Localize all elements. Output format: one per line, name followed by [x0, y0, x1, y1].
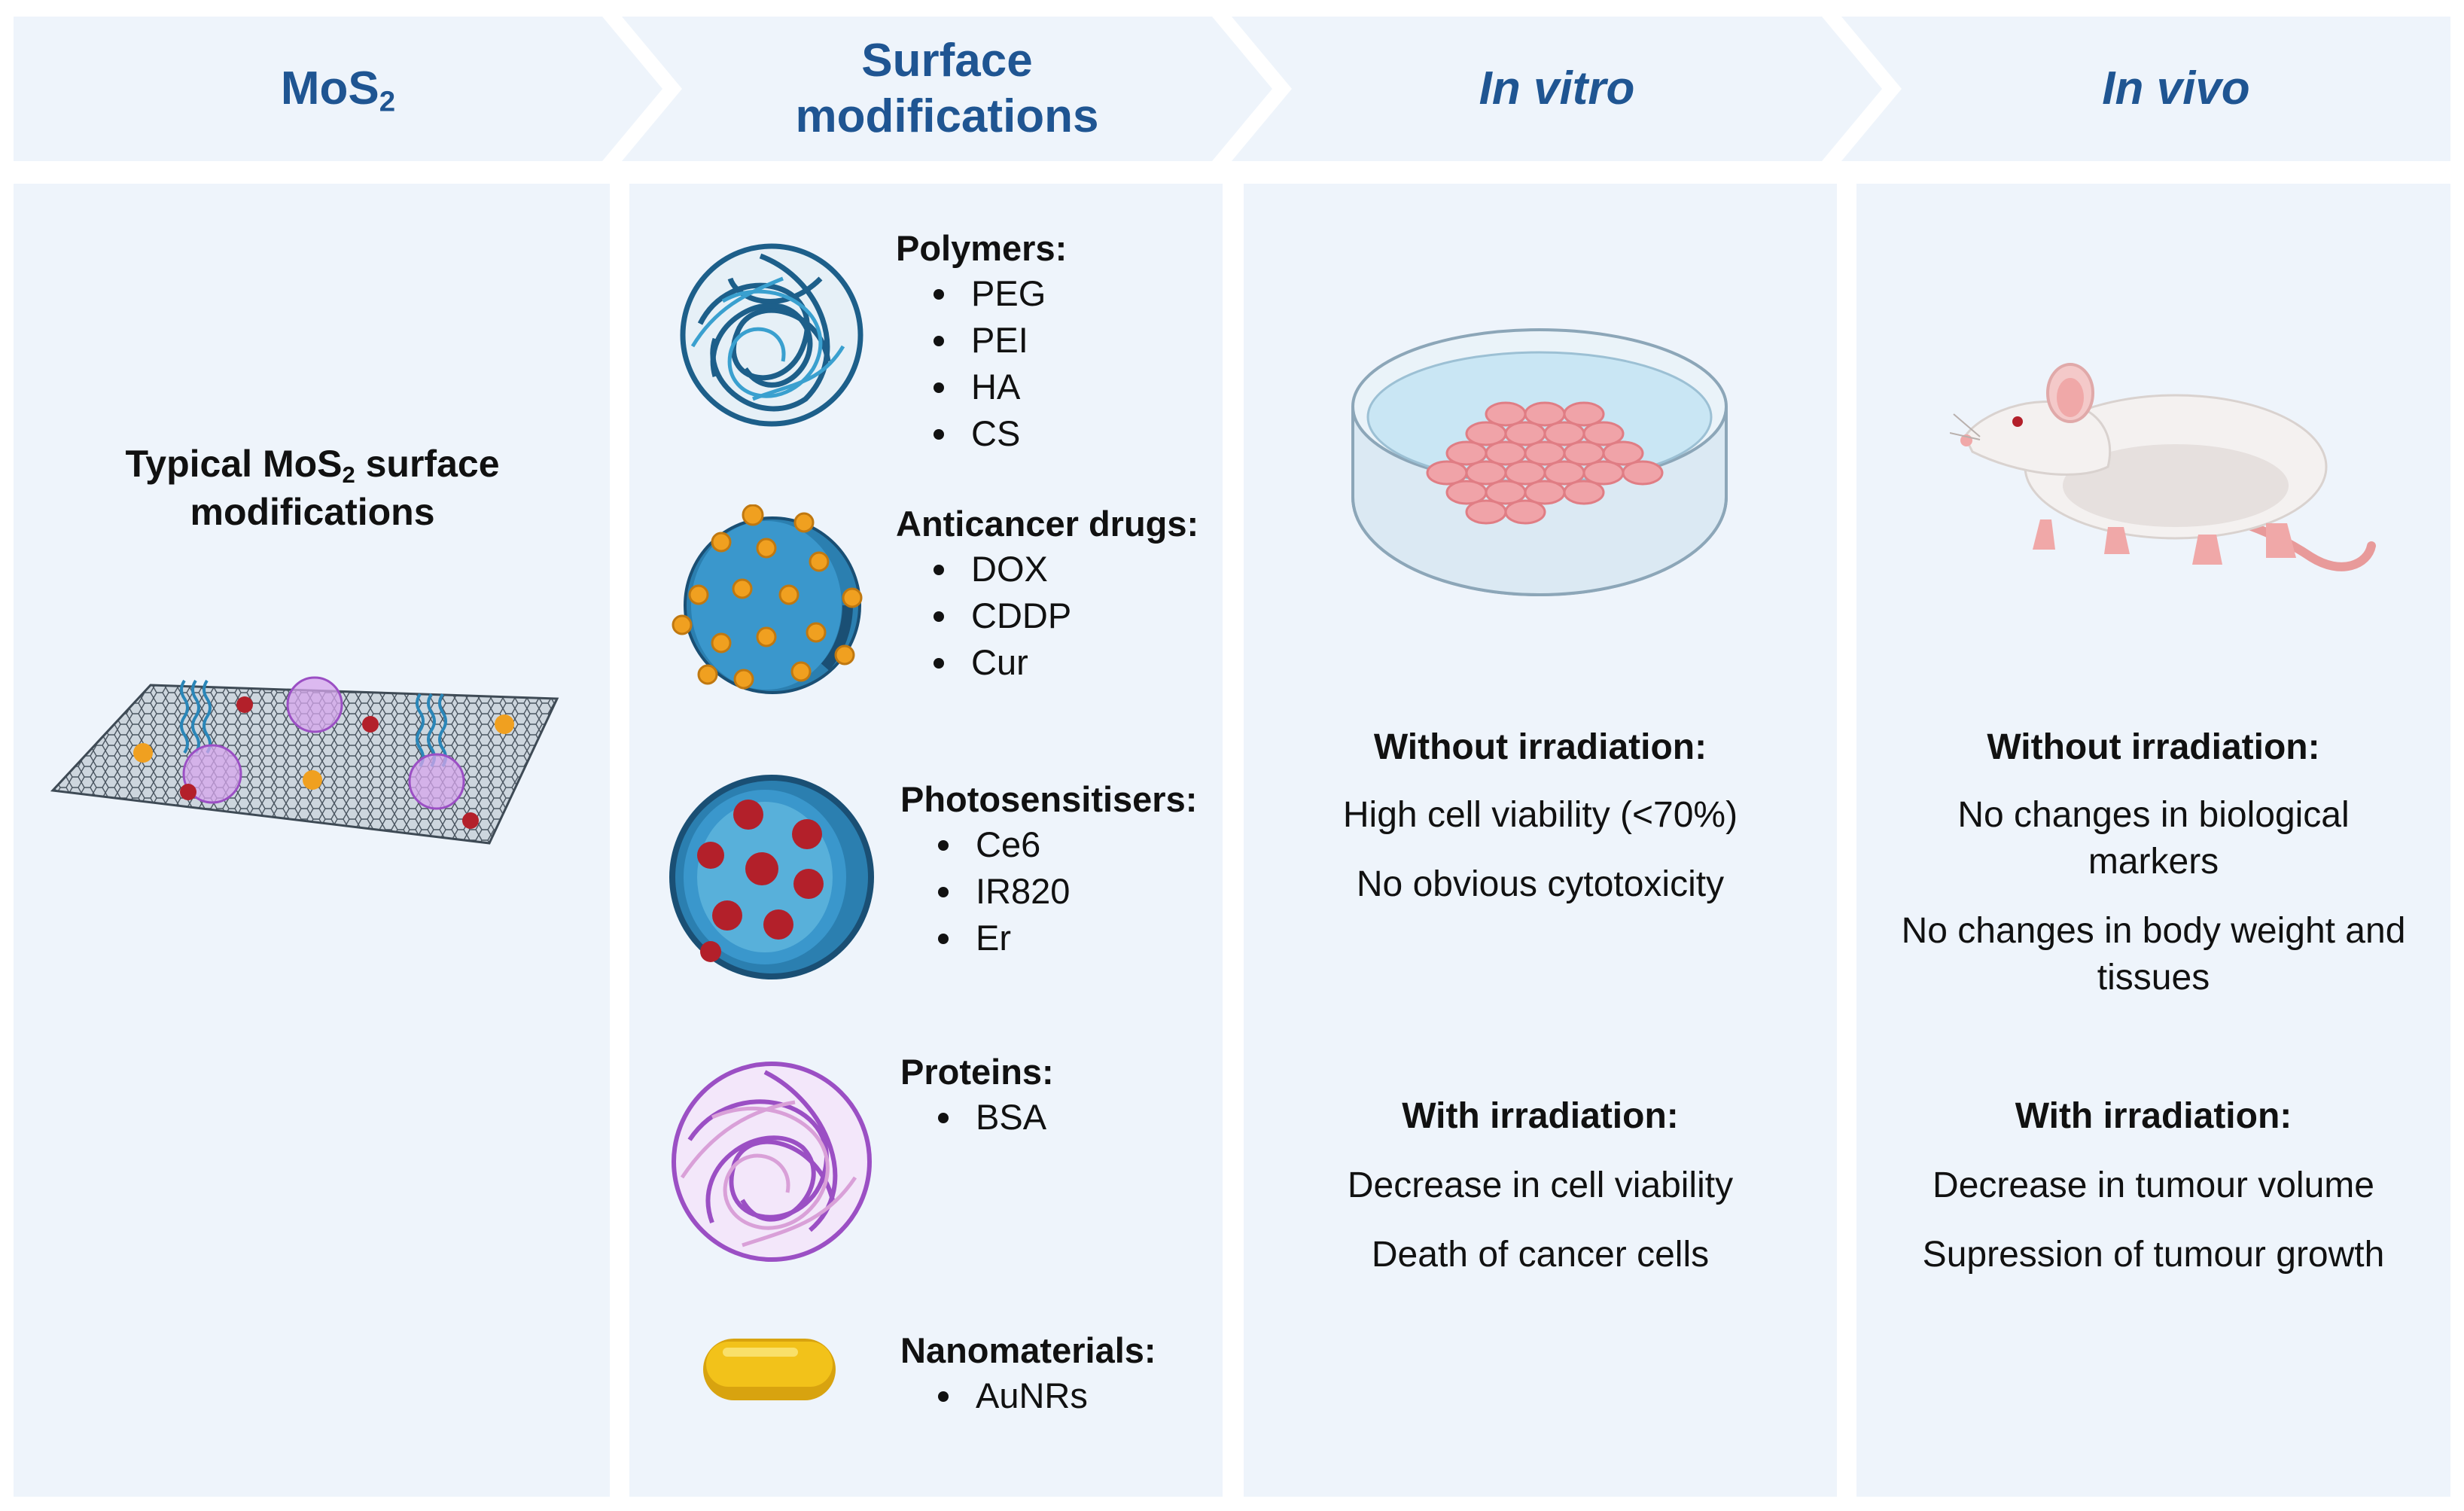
list-item: Cur	[934, 642, 1028, 682]
list-item: Er	[938, 918, 1011, 958]
typical-mos2-title: Typical MoS2 surface modifications	[125, 443, 500, 533]
anticancer-drug-nanoparticle-icon	[672, 504, 863, 694]
invivo-with-2: Supression of tumour growth	[1922, 1235, 2385, 1275]
protein-sphere-icon	[182, 676, 465, 810]
invitro-with-2: Death of cancer cells	[1371, 1235, 1710, 1275]
photosensitiser-nanoparticle-icon	[669, 775, 874, 979]
list-item: Ce6	[937, 824, 1041, 864]
drug-particle-icon	[133, 696, 514, 829]
invitro-without-title: Without irradiation:	[1373, 727, 1707, 767]
mouse-icon	[1950, 363, 2376, 571]
list-item: AuNRs	[938, 1375, 1088, 1415]
header-chevron-invitro	[1232, 17, 1882, 161]
petri-dish-icon	[1351, 328, 1728, 596]
header-in-vivo: In vivo	[2102, 62, 2250, 114]
category-nanomaterials: Nanomaterials:	[900, 1330, 1156, 1370]
list-item: IR820	[937, 871, 1071, 911]
invitro-with-1: Decrease in cell viability	[1347, 1165, 1734, 1205]
category-polymers: Polymers:	[896, 228, 1068, 268]
category-photosensitisers: Photosensitisers:	[900, 779, 1198, 819]
invitro-with-title: With irradiation:	[1402, 1096, 1679, 1136]
protein-icon	[672, 1062, 872, 1262]
gold-nanorod-icon	[703, 1339, 836, 1400]
header-in-vitro: In vitro	[1479, 62, 1635, 114]
invivo-without-title: Without irradiation:	[1987, 727, 2320, 767]
list-item: CS	[933, 413, 1021, 453]
invivo-with-1: Decrease in tumour volume	[1933, 1165, 2374, 1205]
polymer-icon	[680, 243, 863, 427]
category-anticancer-drugs: Anticancer drugs:	[896, 504, 1199, 544]
header-chevron-mos2	[14, 17, 662, 161]
list-item: HA	[933, 367, 1021, 407]
header-chevron-surface	[622, 17, 1272, 161]
list-item: PEG	[933, 273, 1046, 313]
invitro-without-2: No obvious cytotoxicity	[1356, 864, 1725, 904]
list-item: BSA	[937, 1097, 1047, 1137]
mos2-sheet-illustration	[50, 676, 559, 845]
panel-mos2	[14, 184, 610, 1497]
category-proteins: Proteins:	[900, 1052, 1054, 1092]
header-chevron-invivo	[1841, 17, 2450, 161]
invivo-with-title: With irradiation:	[2015, 1096, 2292, 1136]
list-item: DOX	[934, 549, 1048, 589]
invitro-without-1: High cell viability (<70%)	[1342, 795, 1738, 835]
header-mos2: MoS2	[280, 62, 396, 118]
list-item: PEI	[934, 320, 1028, 360]
list-item: CDDP	[933, 596, 1072, 635]
header-banner	[14, 17, 2450, 161]
